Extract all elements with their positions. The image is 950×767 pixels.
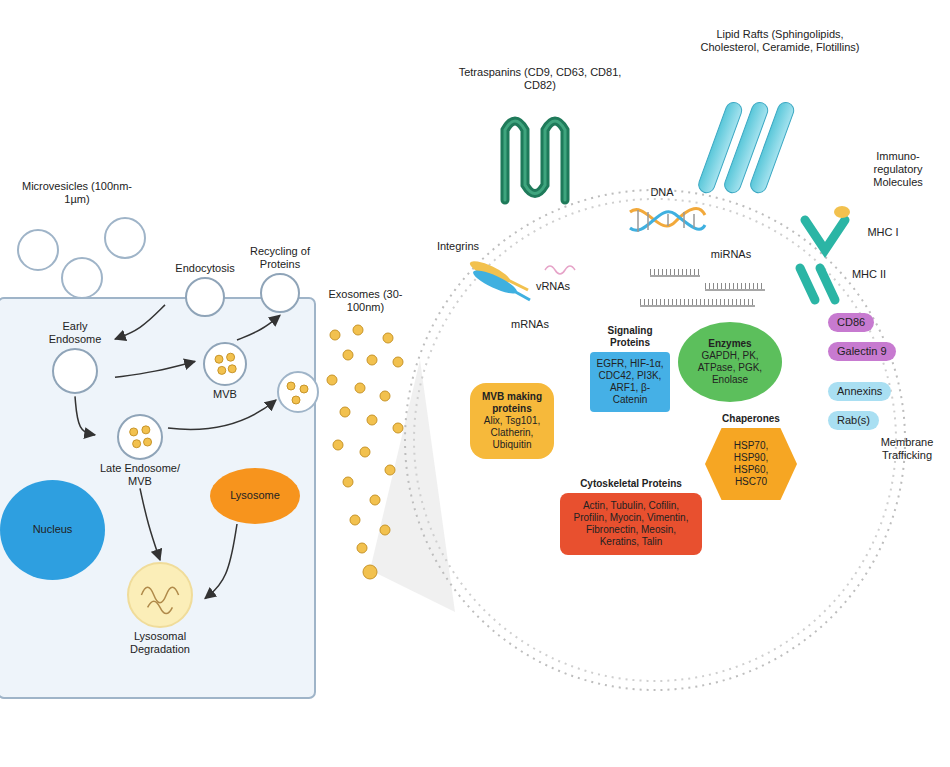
vesicle-content (129, 564, 191, 626)
tetraspanin-figure (505, 121, 565, 200)
group-shape: EnzymesGAPDH, PK, ATPase, PGK, Enolase (678, 322, 782, 402)
compartment-node: Galectin 9 (828, 342, 896, 361)
vesicle-circle (127, 562, 193, 628)
compartment-node: CD86 (828, 313, 874, 332)
compartment-node: Rab(s) (828, 411, 879, 430)
group-shape: EGFR, HIF-1α, CDC42, PI3K, ARF1, β-Caten… (590, 352, 670, 412)
rna-strands (545, 266, 765, 306)
pathway-arrow (140, 488, 160, 560)
compartment-label: Early Endosome (35, 320, 115, 346)
compartment-node: Annexins (828, 382, 891, 401)
exosome-membrane (405, 190, 905, 690)
group-heading: MVB making proteins (476, 391, 548, 415)
release-arrow (168, 400, 276, 429)
organelle-label: Lysosome (230, 489, 280, 502)
vesicle-content (119, 416, 161, 458)
group-members: EGFR, HIF-1α, CDC42, PI3K, ARF1, β-Caten… (595, 358, 665, 406)
part-label: Microvesicles (100nm-1µm) (12, 180, 142, 206)
vesicle-circle (203, 342, 247, 386)
part-label: DNA (640, 186, 684, 199)
compartment-label: Recycling of Proteins (245, 245, 315, 271)
part-label: Tetraspanins (CD9, CD63, CD81, CD82) (455, 66, 625, 92)
group-members: Alix, Tsg101, Clatherin, Ubiquitin (476, 415, 548, 451)
compartment-node: Lysosome (210, 468, 300, 524)
component-box: EnzymesGAPDH, PK, ATPase, PGK, Enolase (678, 322, 782, 402)
group-shape: Actin, Tubulin, Cofilin, Profilin, Myoci… (560, 493, 702, 555)
group-members: GAPDH, PK, ATPase, PGK, Enolase (692, 350, 768, 386)
pathway-arrow (205, 524, 237, 599)
pathway-arrow (115, 305, 165, 339)
compartment-node: Early Endosome (35, 320, 115, 396)
compartment-node: MVB (195, 340, 255, 401)
group-heading: Signaling Proteins (590, 325, 670, 349)
part-label: vRNAs (528, 280, 578, 293)
component-box: ChaperonesHSP70, HSP90, HSP60, HSC70 (705, 413, 797, 500)
compartment-node: Late Endosome/ MVB (95, 412, 185, 488)
part-label: MHC I (858, 226, 908, 239)
component-box: Signaling ProteinsEGFR, HIF-1α, CDC42, P… (590, 325, 670, 412)
vesicle-circle (260, 273, 300, 313)
compartment-node: Endocytosis (165, 262, 245, 319)
integrin-figure (468, 257, 530, 300)
release-vesicle (278, 372, 318, 412)
vesicle-content (187, 279, 223, 315)
vesicle-circle (117, 414, 163, 460)
compartment-node: Nucleus (0, 480, 105, 580)
compartment-node: Lysosomal Degradation (115, 560, 205, 656)
part-label: MHC II (842, 268, 896, 281)
molecule-label: Annexins (837, 385, 882, 398)
group-shape: HSP70, HSP90, HSP60, HSC70 (705, 428, 797, 500)
vesicle-content (54, 350, 96, 392)
group-shape: MVB making proteinsAlix, Tsg101, Clather… (470, 383, 554, 459)
mhc-figure (800, 206, 850, 300)
dna-figure (630, 209, 705, 232)
group-members: Actin, Tubulin, Cofilin, Profilin, Myoci… (567, 500, 695, 548)
group-heading: Enzymes (692, 338, 768, 350)
lipid-raft-figure (696, 100, 796, 195)
tetraspanin-highlight (505, 121, 565, 200)
part-label: mRNAs (505, 318, 555, 331)
group-heading: Chaperones (722, 413, 780, 425)
molecule-label: Rab(s) (837, 414, 870, 427)
part-label: Exosomes (30-100nm) (318, 288, 413, 314)
compartment-node: Recycling of Proteins (245, 245, 315, 315)
pathway-arrow (115, 361, 195, 377)
vesicle-content (205, 344, 245, 384)
component-box: Cytoskeletal ProteinsActin, Tubulin, Cof… (560, 478, 702, 555)
vesicle-content (262, 275, 298, 311)
vesicle-circle (52, 348, 98, 394)
vesicle-circle (185, 277, 225, 317)
molecule-label: CD86 (837, 316, 865, 329)
compartment-label: Late Endosome/ MVB (95, 462, 185, 488)
microvesicles (18, 218, 145, 298)
part-label: Integrins (428, 240, 488, 253)
part-label: Membrane Trafficking (868, 436, 946, 462)
exosome-membrane-inner (414, 199, 896, 681)
group-members: HSP70, HSP90, HSP60, HSC70 (723, 440, 779, 488)
zoom-wedge (370, 360, 455, 612)
part-label: miRNAs (704, 248, 758, 261)
component-box: MVB making proteinsAlix, Tsg101, Clather… (470, 383, 554, 459)
cell-body (0, 298, 315, 698)
compartment-label: Endocytosis (175, 262, 234, 275)
compartment-label: Lysosomal Degradation (115, 630, 205, 656)
group-heading: Cytoskeletal Proteins (580, 478, 682, 490)
molecule-label: Galectin 9 (837, 345, 887, 358)
pathway-arrow (75, 396, 95, 435)
pathway-arrow (237, 315, 280, 340)
organelle-label: Nucleus (33, 523, 73, 536)
part-label: Immuno-regulatory Molecules (852, 150, 944, 190)
part-label: Lipid Rafts (Sphingolipids, Cholesterol,… (690, 28, 870, 54)
exosome-dots (327, 325, 403, 579)
compartment-label: MVB (213, 388, 237, 401)
